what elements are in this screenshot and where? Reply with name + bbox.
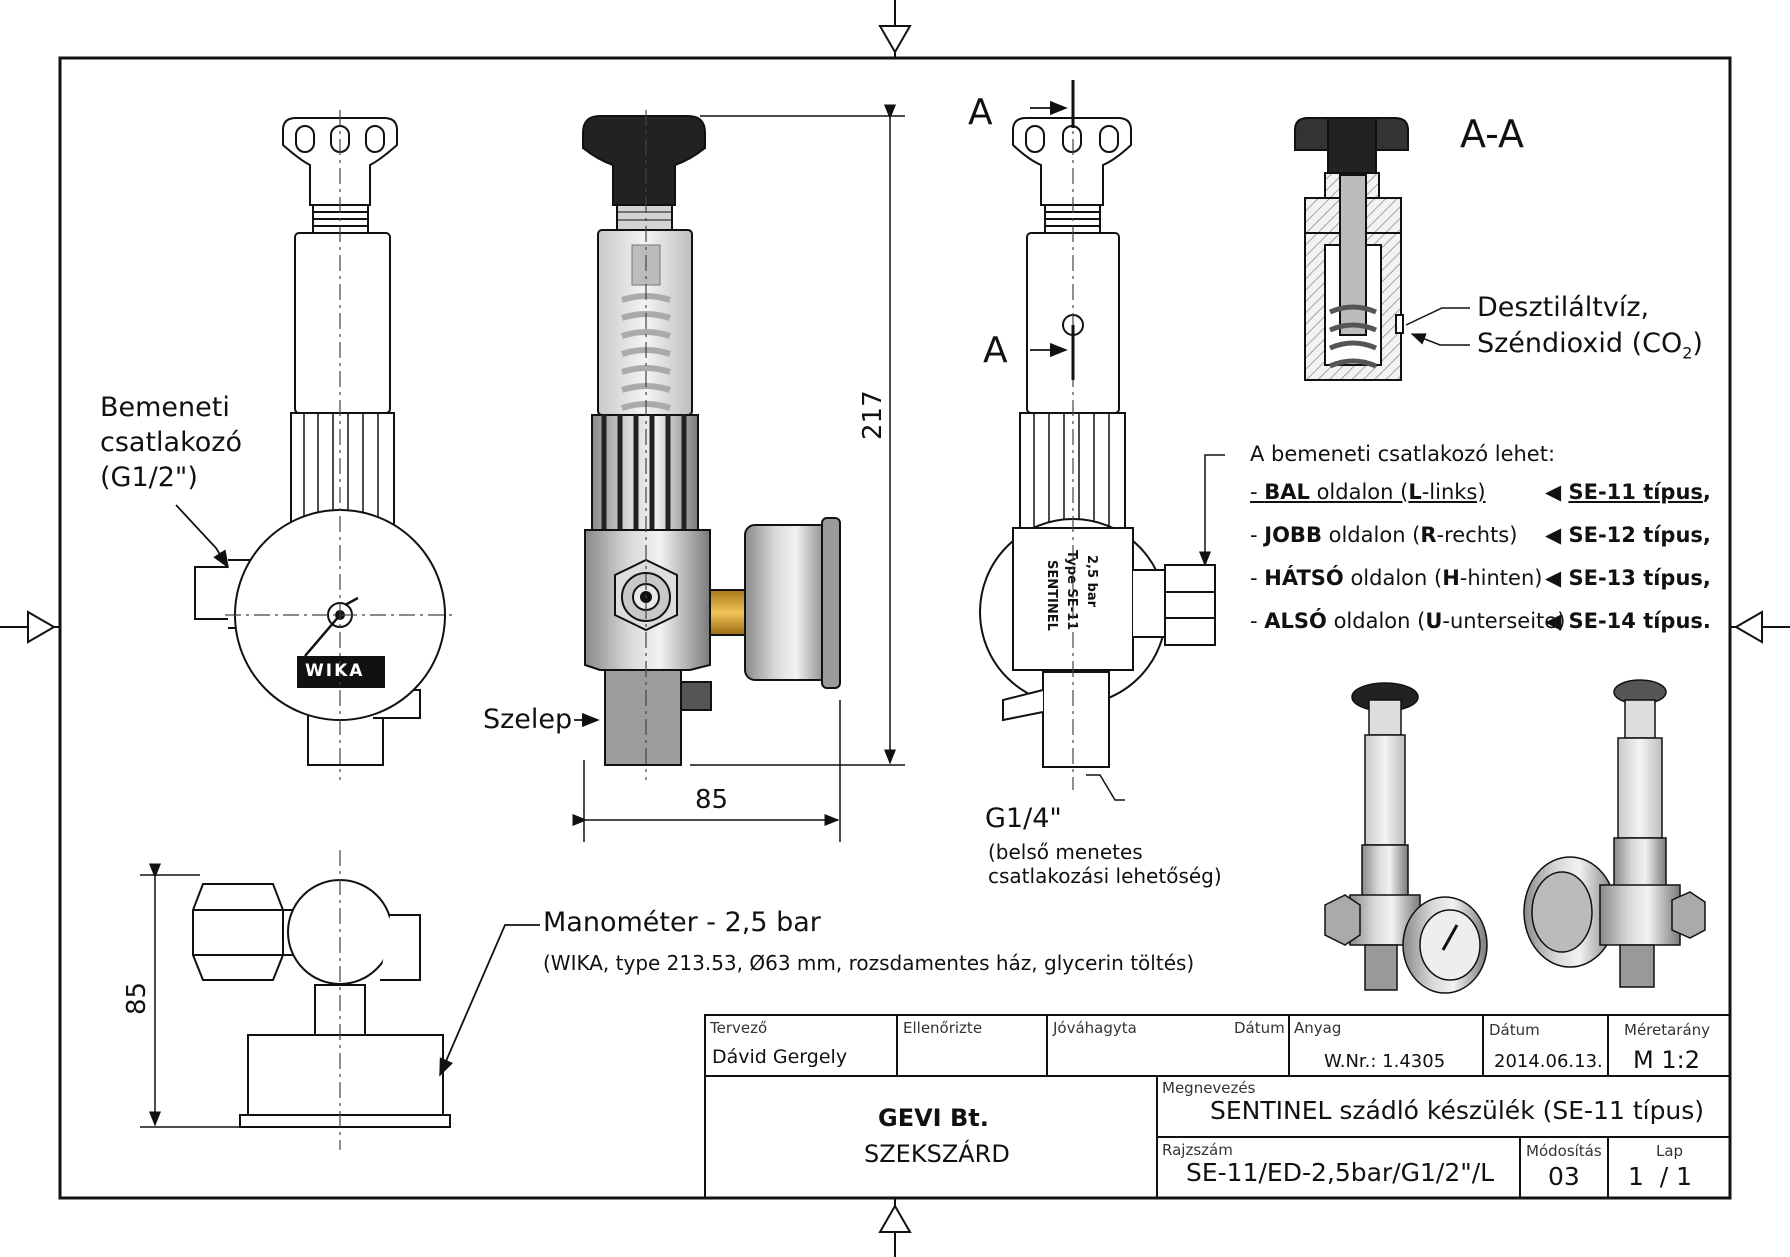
desztilalt-leader [1405,307,1470,326]
type-se14: ◀ SE-14 típus. [1545,609,1711,633]
co2-leader [1410,333,1470,346]
name-label: Megnevezés [1162,1079,1256,1097]
inlet-label-line1: Bemeneti [100,392,230,423]
connector-option-bottom: - ALSÓ oldalon (U-unterseite) [1250,609,1566,633]
sheet-label: Lap [1656,1142,1684,1160]
approved-by-label: Jóváhagyta [1053,1019,1137,1037]
iso-view-1 [1324,682,1488,994]
g14-note-line1: (belső menetes [988,840,1143,864]
connector-option-rear: - HÁTSÓ oldalon (H-hinten) [1250,566,1543,590]
scale-value: M 1:2 [1633,1046,1700,1074]
material-value: W.Nr.: 1.4305 [1324,1051,1446,1072]
g14-label: G1/4" [985,803,1062,834]
svg-text:SENTINEL: SENTINEL [1044,560,1059,631]
date-value: 2014.06.13. [1494,1051,1603,1072]
drawing-number-label: Rajzszám [1162,1141,1233,1159]
name-value: SENTINEL szádló készülék (SE-11 típus) [1210,1096,1705,1125]
manometer-spec: (WIKA, type 213.53, Ø63 mm, rozsdamentes… [543,951,1195,975]
date-label: Dátum [1489,1021,1540,1039]
manometer-leader [439,924,540,1077]
middle-shaded-view [582,115,841,766]
inlet-note-leader [1199,454,1225,567]
type-se12: ◀ SE-12 típus, [1545,523,1711,547]
connector-option-right: - JOBB oldalon (R-rechts) [1250,523,1518,547]
inlet-leader [175,504,229,569]
revision-value: 03 [1548,1162,1580,1191]
title-block-grid [704,1014,1731,1199]
bottom-dimension [140,863,248,1128]
g14-leader [1086,774,1125,801]
valve-label: Szelep [483,704,573,735]
drawing-number-value: SE-11/ED-2,5bar/G1/2"/L [1186,1158,1495,1187]
type-se11: ◀ SE-11 típus, [1545,480,1711,504]
inlet-label-line3: (G1/2") [100,462,198,493]
bottom-view [192,879,451,1128]
connector-option-left: - BAL oldalon (L-links) [1250,480,1486,504]
right-front-view: SENTINEL Type SE-11 2,5 bar [979,117,1216,768]
material-label: Anyag [1294,1019,1342,1037]
connector-note-heading: A bemeneti csatlakozó lehet: [1250,442,1556,466]
revision-label: Módosítás [1526,1142,1602,1160]
co2-label: Széndioxid (CO2) [1477,328,1703,363]
company-city: SZEKSZÁRD [864,1140,1010,1168]
g14-note-line2: csatlakozási lehetőség) [988,864,1222,888]
left-view-centerlines [225,110,455,780]
dimension-85-width: 85 [695,785,729,815]
section-a-a-view [1294,117,1409,381]
dimension-85-bottom-view: 85 [122,981,152,1015]
designer-label: Tervező [710,1019,768,1037]
company-name: GEVI Bt. [878,1104,989,1132]
checked-by-label: Ellenőrizte [903,1019,983,1037]
date-label-approval: Dátum [1234,1019,1285,1037]
svg-text:2,5 bar: 2,5 bar [1084,555,1099,608]
sheet-value: 1 / 1 [1628,1162,1693,1191]
manometer-label: Manométer - 2,5 bar [543,907,821,938]
section-mark-top: A [968,92,993,133]
section-title: A-A [1460,112,1525,156]
iso-view-2 [1523,679,1706,988]
scale-label: Méretarány [1624,1021,1711,1039]
distilled-water-label: Desztiláltvíz, [1477,292,1650,323]
type-se13: ◀ SE-13 típus, [1545,566,1711,590]
svg-text:Type SE-11: Type SE-11 [1064,550,1079,630]
section-mark-middle: A [983,330,1008,371]
dimension-217-height: 217 [858,390,888,440]
designer-value: Dávid Gergely [712,1046,848,1068]
wika-logo: WIKA [305,661,365,681]
section-arrows [1030,100,1068,358]
dimension-lines [572,104,905,842]
inlet-label-line2: csatlakozó [100,427,242,458]
